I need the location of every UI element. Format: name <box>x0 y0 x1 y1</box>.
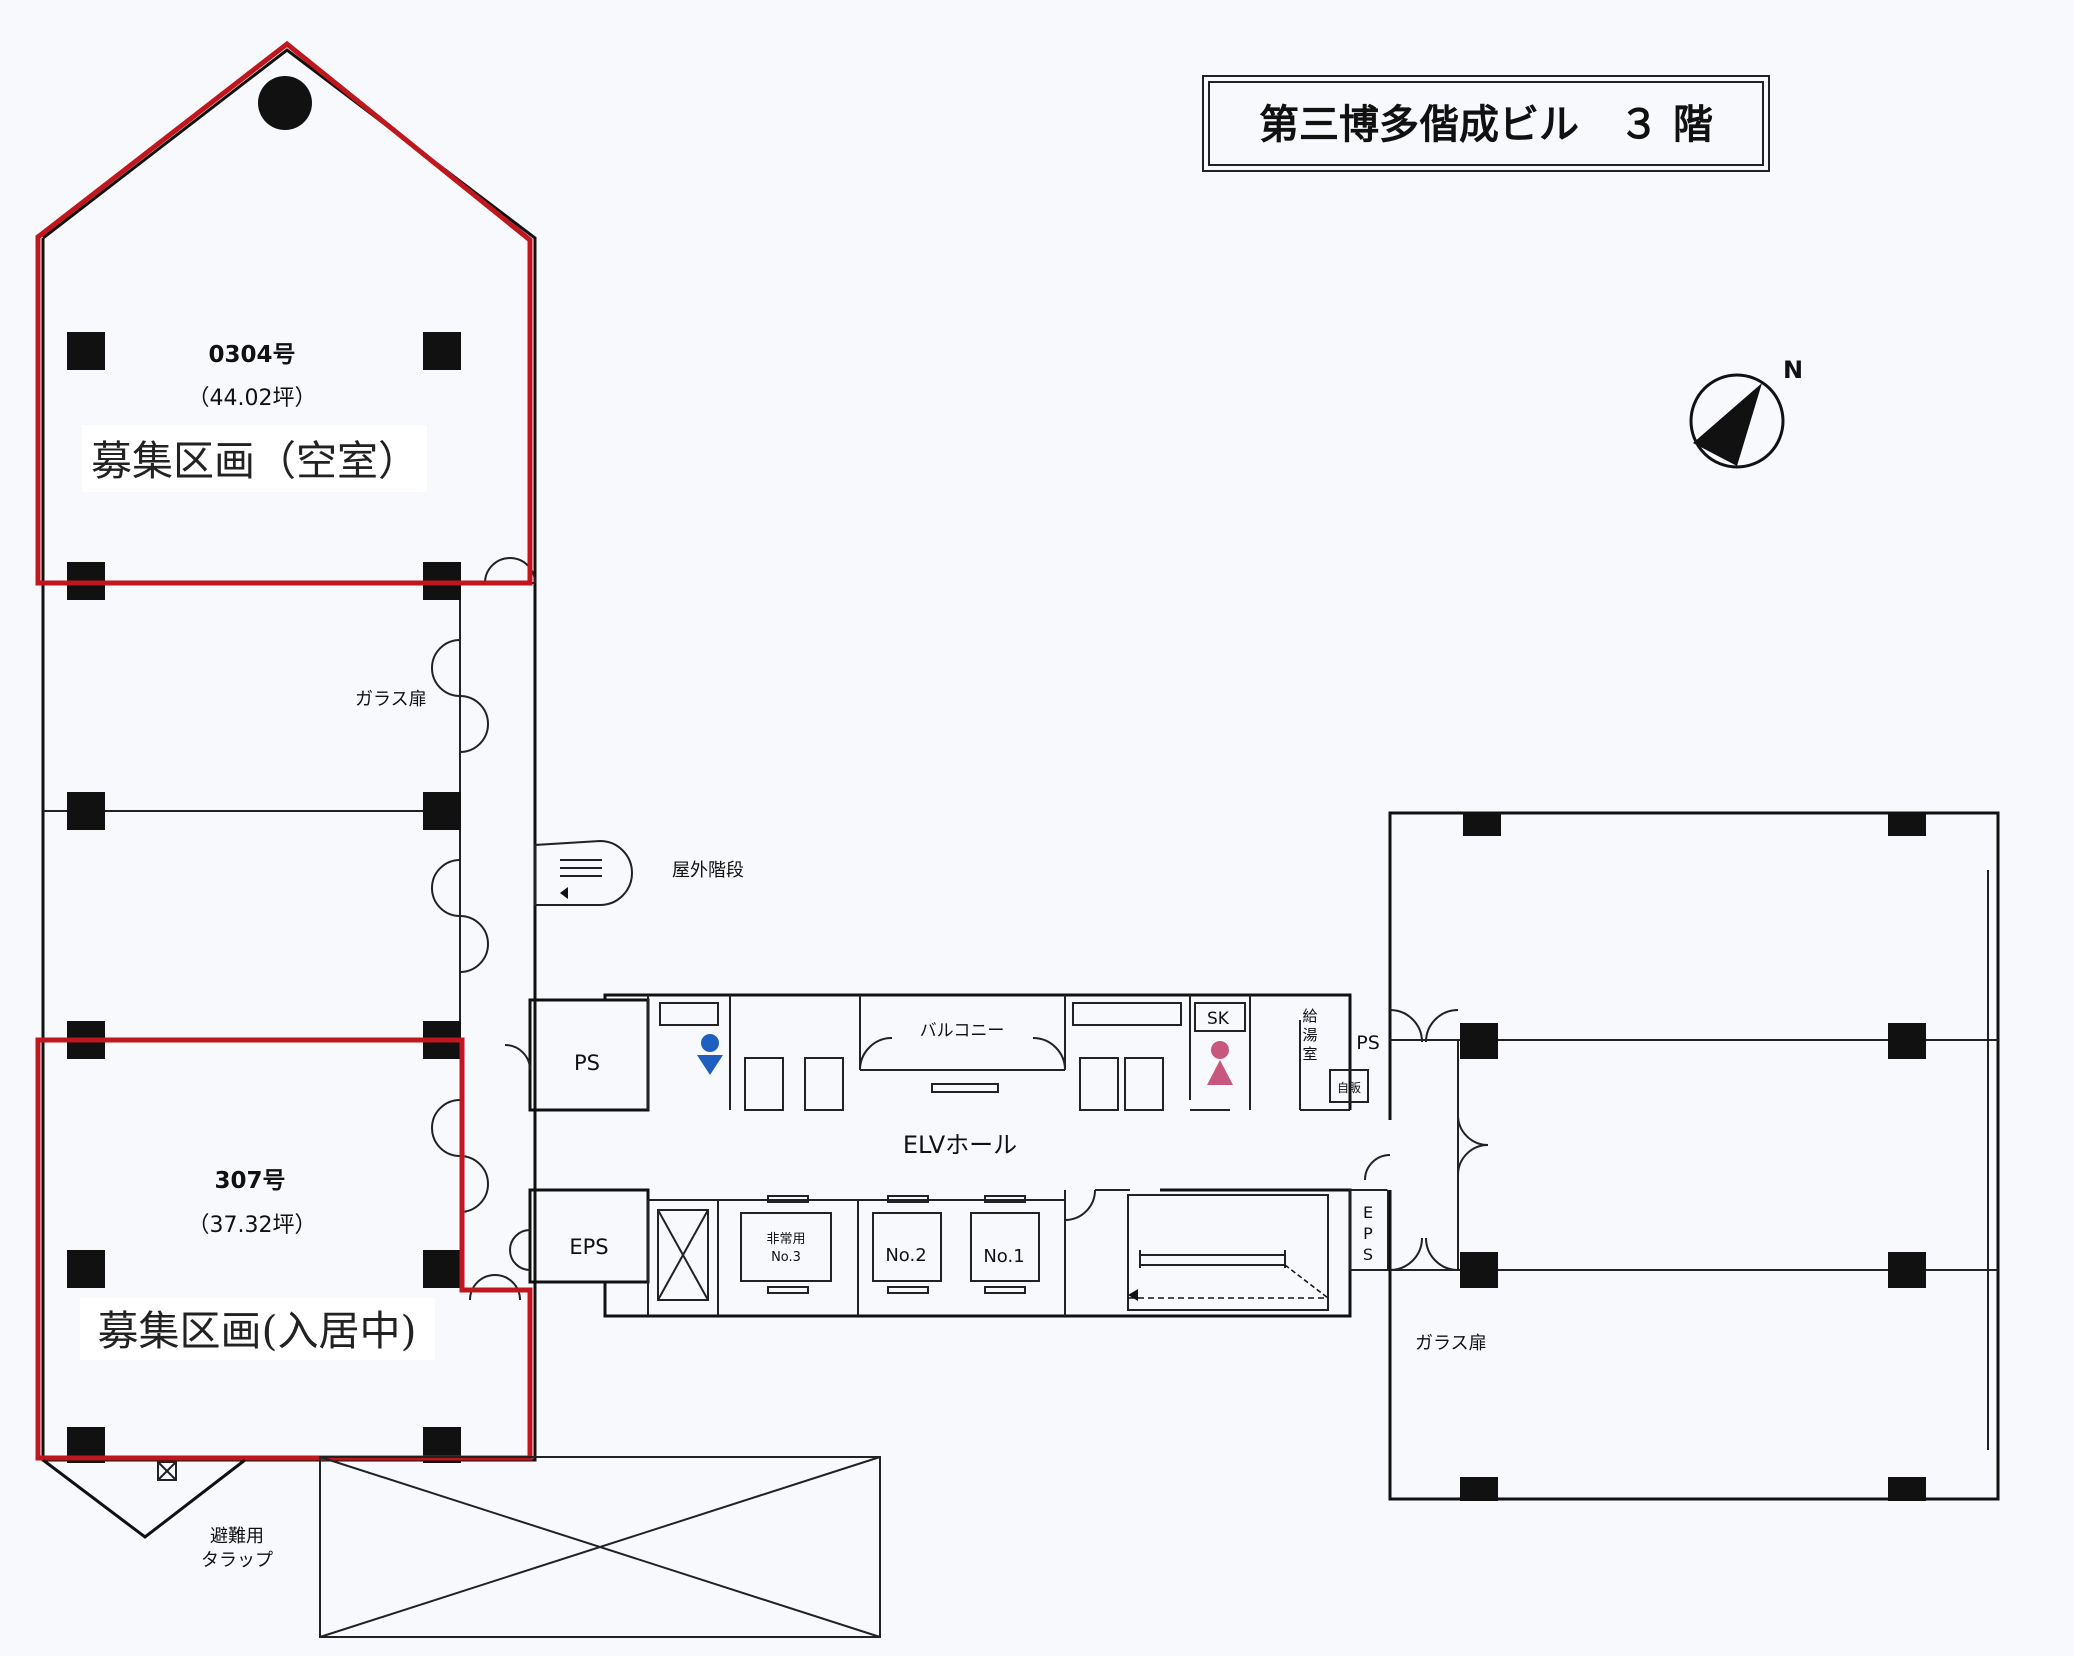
compass-label: N <box>1783 356 1803 384</box>
unit-status: 募集区画(入居中) <box>98 1307 417 1355</box>
sk-label: SK <box>1207 1009 1230 1029</box>
elevator-2-label: No.2 <box>885 1245 926 1266</box>
unit-0304-outline[interactable] <box>35 40 533 586</box>
title-box: 第三博多偕成ビル ３ 階 <box>1202 75 1770 172</box>
outdoor-stairs: 屋外階段 <box>534 839 744 906</box>
north-compass-icon: N <box>1689 356 1803 469</box>
elevator-emergency-label-2: No.3 <box>771 1250 801 1265</box>
eps-right-label-3: S <box>1363 1245 1373 1264</box>
female-restroom-icon <box>1207 1041 1233 1085</box>
vending-label: 自販 <box>1337 1081 1361 1095</box>
center-core <box>504 993 1389 1318</box>
unit-0304-labels: 0304号 （44.02坪） 募集区画（空室） <box>82 342 427 492</box>
right-wing <box>1364 811 2000 1501</box>
page-title: 第三博多偕成ビル ３ 階 <box>1259 102 1713 148</box>
unit-area: （44.02坪） <box>188 386 317 411</box>
unit-status: 募集区画（空室） <box>91 437 419 485</box>
unit-307-outline[interactable] <box>35 1037 533 1461</box>
elevator-emergency-label-1: 非常用 <box>766 1232 805 1247</box>
glass-door-label: ガラス扉 <box>355 689 427 710</box>
male-restroom-icon <box>697 1034 723 1075</box>
unit-area: （37.32坪） <box>188 1213 317 1238</box>
kitchen-label-1: 給 <box>1302 1007 1317 1025</box>
eps-label: EPS <box>569 1235 608 1259</box>
balcony-label: バルコニー <box>920 1021 1005 1041</box>
outdoor-stairs-label: 屋外階段 <box>672 860 744 881</box>
unit-number: 307号 <box>214 1168 285 1194</box>
evac-ladder-label-1: 避難用 <box>210 1526 264 1547</box>
eps-right-label-1: E <box>1363 1203 1373 1222</box>
kitchen-label-2: 湯 <box>1302 1026 1317 1044</box>
eps-right-label-2: P <box>1363 1224 1373 1243</box>
glass-door-right-label: ガラス扉 <box>1415 1333 1487 1354</box>
ps-right-label: PS <box>1356 1032 1380 1054</box>
evacuation-bay: 避難用 タラップ <box>42 1458 273 1571</box>
left-wing-columns <box>67 332 461 1463</box>
kitchen-label-3: 室 <box>1302 1045 1317 1063</box>
roof-void <box>319 1456 881 1638</box>
ventilation-icon <box>258 76 312 130</box>
right-wing-columns <box>1460 812 1926 1501</box>
unit-307-labels: 307号 （37.32坪） 募集区画(入居中) <box>80 1168 435 1360</box>
elevator-1-label: No.1 <box>983 1246 1024 1267</box>
elv-hall-label: ELVホール <box>903 1131 1017 1159</box>
unit-number: 0304号 <box>208 342 295 368</box>
ps-label: PS <box>574 1051 600 1075</box>
evac-ladder-label-2: タラップ <box>201 1550 273 1571</box>
